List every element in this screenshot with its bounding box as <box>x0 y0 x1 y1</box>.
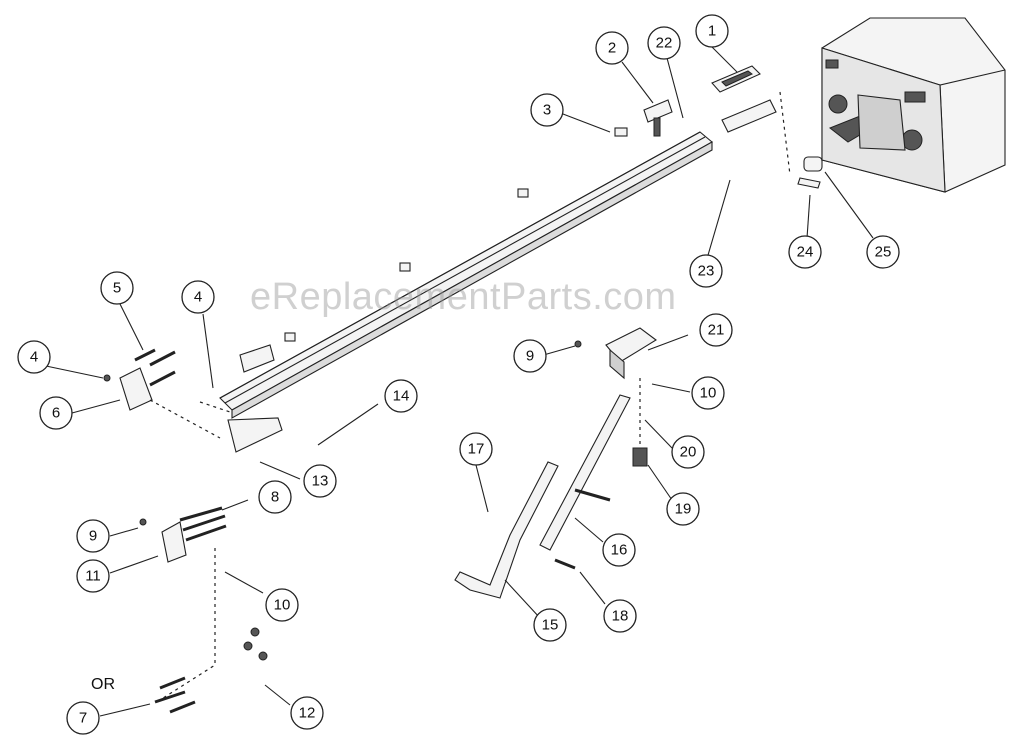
callout-2: 2 <box>595 31 629 65</box>
part-trolley-top <box>239 344 275 373</box>
svg-text:19: 19 <box>675 501 692 518</box>
svg-text:21: 21 <box>708 322 725 339</box>
assembly-lines <box>149 91 791 701</box>
svg-text:4: 4 <box>30 349 38 366</box>
svg-text:23: 23 <box>698 263 715 280</box>
svg-text:3: 3 <box>543 102 551 119</box>
callout-8: 8 <box>258 480 292 514</box>
callout-12: 12 <box>290 696 324 730</box>
svg-text:7: 7 <box>79 710 87 727</box>
part-3-cap <box>614 127 628 137</box>
callout-20: 20 <box>671 435 705 469</box>
part-12-anchors <box>243 627 268 661</box>
rail-nubs <box>284 188 529 342</box>
svg-text:8: 8 <box>271 489 279 506</box>
callout-24: 24 <box>788 235 822 269</box>
svg-text:6: 6 <box>52 405 60 422</box>
part-22-sleeve <box>721 99 777 133</box>
callout-9a: 9 <box>76 519 110 553</box>
part-24-25-gear <box>797 156 823 189</box>
svg-text:5: 5 <box>113 280 121 297</box>
part-2-trolley-stop <box>643 99 673 137</box>
svg-text:16: 16 <box>611 542 628 559</box>
part-6-bracket <box>103 367 153 411</box>
svg-text:9: 9 <box>526 348 534 365</box>
svg-text:11: 11 <box>85 568 101 585</box>
callout-6: 6 <box>39 396 73 430</box>
part-16-arm <box>539 394 631 551</box>
part-21-trolley <box>574 327 657 380</box>
callout-14: 14 <box>384 379 418 413</box>
svg-text:1: 1 <box>708 23 716 40</box>
part-18-bolt <box>554 488 611 570</box>
callout-16: 16 <box>602 533 636 567</box>
svg-text:10: 10 <box>274 597 291 614</box>
svg-text:12: 12 <box>299 705 316 722</box>
callout-10b: 10 <box>691 376 725 410</box>
svg-text:25: 25 <box>875 244 892 261</box>
svg-text:22: 22 <box>656 35 673 52</box>
callout-25: 25 <box>866 235 900 269</box>
rail <box>219 131 713 453</box>
callout-9b: 9 <box>513 339 547 373</box>
svg-text:15: 15 <box>542 617 559 634</box>
callout-1: 1 <box>695 14 729 48</box>
svg-text:9: 9 <box>89 528 97 545</box>
or-label: OR <box>91 676 115 693</box>
callout-5: 5 <box>100 271 134 305</box>
callout-7: 7 <box>66 701 100 735</box>
callout-21: 21 <box>699 313 733 347</box>
svg-text:13: 13 <box>312 473 329 490</box>
part-19-spring <box>632 447 648 467</box>
watermark: eReplacementParts.com <box>250 276 677 318</box>
callout-19: 19 <box>666 492 700 526</box>
callout-11: 11 <box>76 559 110 593</box>
callout-23: 23 <box>689 254 723 288</box>
svg-text:10: 10 <box>700 385 717 402</box>
svg-text:18: 18 <box>612 608 629 625</box>
part-5-bolts <box>134 348 176 387</box>
callout-18: 18 <box>603 599 637 633</box>
callout-22: 22 <box>647 26 681 60</box>
callout-15: 15 <box>533 608 567 642</box>
callout-10a: 10 <box>265 588 299 622</box>
motor-unit <box>821 17 1006 193</box>
svg-text:17: 17 <box>468 441 485 458</box>
leader-lines <box>45 46 874 717</box>
part-7-bolts <box>154 676 196 714</box>
svg-text:24: 24 <box>797 244 814 261</box>
callout-3: 3 <box>530 93 564 127</box>
svg-text:2: 2 <box>608 40 616 57</box>
callout-13: 13 <box>303 464 337 498</box>
svg-text:14: 14 <box>393 388 410 405</box>
callout-17: 17 <box>459 432 493 466</box>
part-11-bracket <box>139 506 227 563</box>
callout-4b: 4 <box>181 280 215 314</box>
svg-text:4: 4 <box>194 289 202 306</box>
part-15-arm <box>454 461 559 599</box>
svg-text:20: 20 <box>680 444 697 461</box>
part-1-clip <box>711 65 761 93</box>
callout-4a: 4 <box>17 340 51 374</box>
